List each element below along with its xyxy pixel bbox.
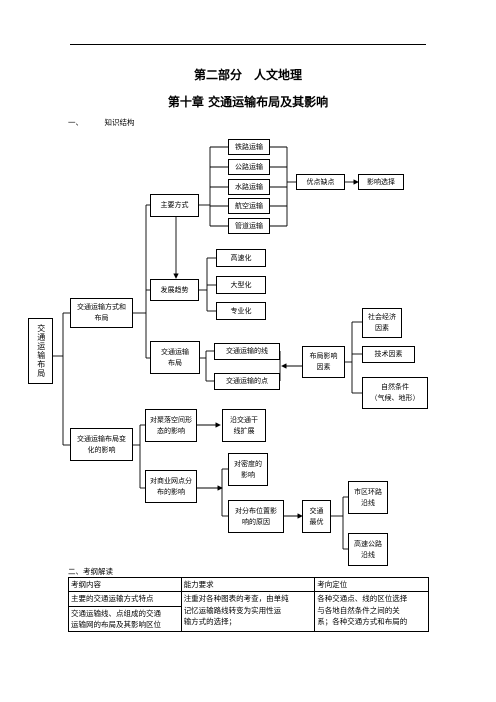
- main-modes-node: 主要方式: [150, 194, 199, 217]
- mode-road: 公路运输: [228, 159, 270, 175]
- table-cell: 各种交通点、线的区位选择 与各地自然条件之间的关 系；各种交通方式和布局的: [314, 591, 429, 632]
- exam-outline-table: 考纲内容 能力要求 考向定位 主要的交通运输方式特点 注重对各种图表的考查，由单…: [68, 576, 429, 632]
- table-header-cell: 考纲内容: [68, 576, 182, 593]
- mode-water: 水路运输: [228, 179, 270, 195]
- trend-large-scale: 大型化: [216, 276, 266, 294]
- branch-layout-changes: 交通运输布局变化的影响: [70, 428, 133, 461]
- factors-node: 布局影响因素: [302, 346, 345, 378]
- table-cell: 注重对各种图表的考查，由单纯 记忆运输路线转变为实用性运 输方式的选择；: [180, 591, 316, 632]
- mode-air: 航空运输: [228, 198, 270, 214]
- table-cell-line: 与各地自然条件之间的关: [317, 605, 400, 615]
- traffic-best-node: 交通最优: [302, 500, 331, 533]
- traffic-best-label: 交通最优: [309, 506, 324, 526]
- trend-specialized: 专业化: [216, 302, 266, 320]
- table-cell: 主要的交通运输方式特点: [68, 591, 182, 607]
- layout-node-label: 交通运输布局: [161, 347, 189, 367]
- density-label: 对密度的影响: [234, 459, 262, 479]
- along-roads-node: 沿交通干线扩展: [222, 409, 266, 442]
- pros-cons-node: 优点缺点: [296, 174, 345, 190]
- factor-natural-label: 自然条件: [381, 383, 409, 392]
- location-label: 对分布位置影响的原因: [235, 506, 277, 526]
- table-header-row: 考纲内容 能力要求 考向定位: [68, 576, 429, 593]
- trend-node: 发展趋势: [150, 279, 199, 301]
- table-row: 主要的交通运输方式特点 注重对各种图表的考查，由单纯 记忆运输路线转变为实用性运…: [68, 591, 429, 632]
- header-rule: [70, 44, 426, 45]
- table-cell-line: 运输网的布局及其影响区位: [71, 619, 161, 629]
- mode-rail: 铁路运输: [228, 139, 270, 155]
- settlement-node: 对聚落空间形态的影响: [145, 409, 197, 442]
- section-exam-interpretation: 二、考纲解读: [68, 566, 113, 577]
- highway-node: 高速公路沿线: [348, 533, 388, 566]
- factors-node-label: 布局影响因素: [309, 352, 338, 371]
- root-node: 交通运输布局: [28, 318, 53, 384]
- commerce-node: 对商业网点分布的影响: [145, 470, 197, 503]
- commerce-label: 对商业网点分布的影响: [150, 476, 192, 496]
- density-node: 对密度的影响: [228, 453, 268, 486]
- section-title: 知识结构: [104, 118, 135, 127]
- line-layout-node: 交通运输的线: [214, 343, 280, 360]
- along-roads-label: 沿交通干线扩展: [230, 415, 258, 435]
- settlement-label: 对聚落空间形态的影响: [150, 415, 192, 435]
- table-cell-line: 各种交通点、线的区位选择: [317, 594, 408, 604]
- branch-modes-layout: 交通运输方式和布局: [70, 298, 133, 328]
- chapter-title: 第十章 交通运输布局及其影响: [167, 95, 329, 109]
- branch-modes-layout-label: 交通运输方式和布局: [77, 303, 126, 322]
- city-ring-node: 市区环路沿线: [348, 481, 388, 514]
- highway-label: 高速公路沿线: [354, 539, 382, 559]
- table-cell: 交通运输线、点组成的交通 运输网的布局及其影响区位: [68, 605, 182, 632]
- factor-tech-node: 技术因素: [362, 346, 415, 363]
- location-node: 对分布位置影响的原因: [228, 500, 284, 533]
- factor-social-label: 社会经济因素: [368, 313, 396, 332]
- section2-title: 考纲解读: [83, 567, 113, 576]
- table-cell-line: 交通运输线、点组成的交通: [71, 608, 161, 618]
- table-cell-line: 记忆运输路线转变为实用性运: [183, 605, 282, 615]
- table-cell-line: 注重对各种图表的考查，由单纯: [183, 594, 289, 604]
- part-title: 第二部分 人文地理: [193, 68, 302, 82]
- table-header-cell: 考向定位: [314, 576, 429, 593]
- section2-number: 二、: [68, 567, 83, 576]
- table-cell-line: 系；各种交通方式和布局的: [317, 616, 408, 626]
- branch-layout-changes-label: 交通运输布局变化的影响: [77, 434, 126, 454]
- affect-choice-node: 影响选择: [358, 174, 404, 190]
- city-ring-label: 市区环路沿线: [354, 487, 382, 507]
- table-cell-line: 输方式的选择；: [183, 616, 237, 626]
- layout-node: 交通运输布局: [150, 341, 200, 374]
- table-header-cell: 能力要求: [180, 576, 316, 593]
- mode-pipeline: 管道运输: [228, 218, 270, 234]
- factor-social-node: 社会经济因素: [362, 308, 402, 338]
- trend-high-speed: 高速化: [216, 249, 266, 267]
- factor-natural-note: （气候、地形）: [370, 394, 420, 402]
- section-knowledge-structure: 一、 知识结构: [68, 117, 134, 128]
- factor-natural-node: 自然条件 （气候、地形）: [362, 377, 428, 409]
- point-layout-node: 交通运输的点: [214, 373, 280, 390]
- section-number: 一、: [68, 118, 83, 127]
